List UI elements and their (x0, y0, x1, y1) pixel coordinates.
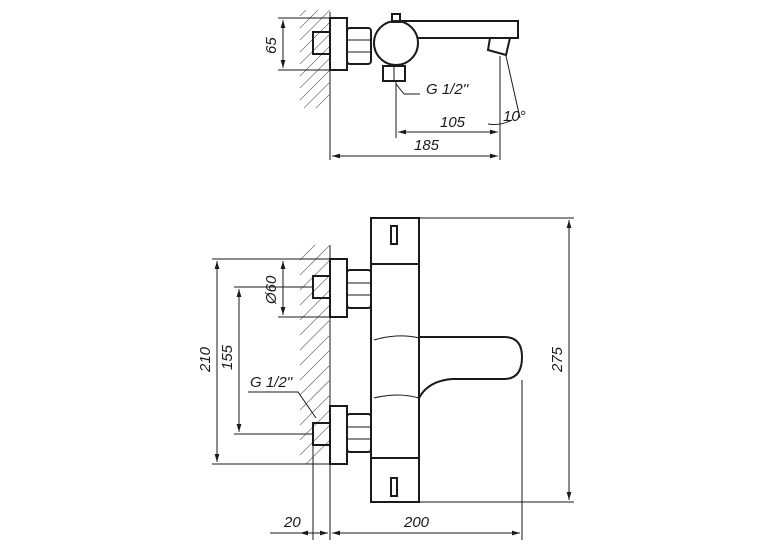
top-angle-arc (487, 119, 513, 125)
top-depth-dim: 185 (414, 137, 440, 154)
front-upper-fitting (312, 275, 331, 299)
front-top-handle-mark (390, 225, 398, 245)
front-inlet-spacing-dim: 155 (219, 344, 236, 370)
front-total-height-dim: 275 (549, 346, 566, 373)
front-lower-nut (346, 413, 372, 453)
top-thread-label: G 1/2'' (426, 81, 470, 98)
top-nut (346, 27, 372, 65)
front-lower-flange (329, 405, 348, 465)
top-spout-outlet (486, 37, 512, 57)
front-spout (418, 336, 524, 399)
front-body (370, 217, 420, 503)
front-outer-height-dim: 210 (197, 346, 214, 373)
front-bottom-handle-mark (390, 477, 398, 497)
top-angle-label: 10° (503, 108, 526, 125)
front-upper-flange (329, 258, 348, 318)
top-thread-leader (395, 83, 420, 95)
front-thread-label: G 1/2'' (250, 374, 294, 391)
top-view: G 1/2'' 65 105 10° 185 (263, 9, 526, 160)
front-wall-offset-dim: 20 (283, 514, 301, 531)
top-spout (401, 20, 519, 39)
front-spout-length-dim: 200 (403, 514, 430, 531)
front-upper-nut (346, 269, 372, 309)
front-view: G 1/2'' Ø60 210 155 275 20 200 (197, 217, 574, 540)
top-spout-dim: 105 (440, 114, 466, 131)
top-wall-hatch (299, 9, 331, 109)
front-thread-leader (248, 391, 317, 419)
top-knob-stem (391, 13, 401, 23)
front-spout-curve (373, 335, 420, 341)
top-height-dim: 65 (263, 37, 280, 54)
top-body-circle (373, 20, 419, 66)
front-wall-hatch (299, 244, 331, 465)
top-flange (329, 17, 348, 71)
front-diameter-label: Ø60 (263, 275, 280, 305)
